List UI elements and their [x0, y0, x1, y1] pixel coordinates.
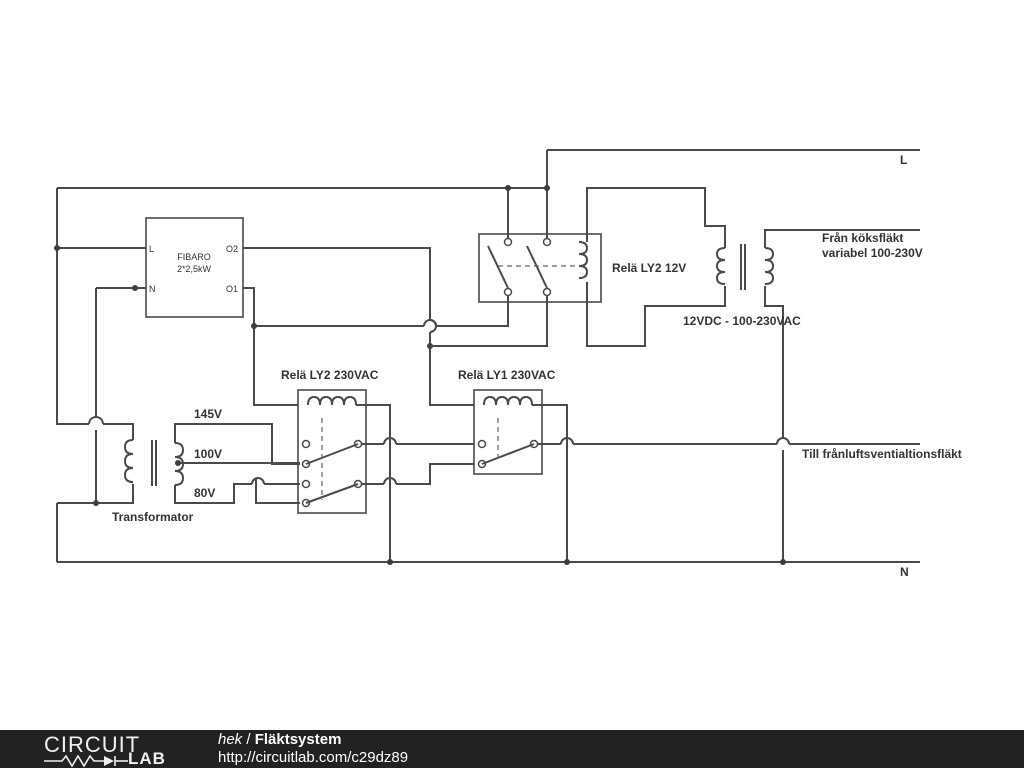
relay-ly2-12v: [478, 185, 602, 303]
title-separator: /: [242, 731, 255, 748]
fibaro-pin-l: L: [149, 244, 154, 254]
circuitlab-logo[interactable]: CIRCUIT LAB: [44, 732, 174, 768]
output-label: Till frånluftsventialtionsfläkt: [802, 447, 962, 461]
author-link[interactable]: hek: [218, 731, 243, 748]
relay-ly1-230vac-label: Relä LY1 230VAC: [458, 368, 556, 382]
schematic-canvas: L N O2 O1 FIBARO 2*2,5kW: [54, 149, 962, 579]
footer-bar: CIRCUIT LAB hek / Fläktsystem http://cir…: [0, 730, 1024, 768]
tap-label-100v: 100V: [194, 447, 222, 461]
relay-ly2-230vac: [297, 389, 391, 562]
fibaro-pin-n: N: [149, 284, 156, 294]
circuit-schematic: L N O2 O1 FIBARO 2*2,5kW: [54, 149, 962, 579]
transformer-label: Transformator: [112, 510, 194, 524]
relay-ly1-230vac: [473, 389, 568, 562]
logo-resistor-icon: [44, 754, 128, 768]
logo-brand-top: CIRCUIT: [44, 732, 141, 757]
relay-ly2-12v-label: Relä LY2 12V: [612, 261, 686, 275]
fibaro-pin-o2: O2: [226, 244, 238, 254]
psu-transformer: [715, 229, 920, 438]
fibaro-module: L N O2 O1 FIBARO 2*2,5kW: [145, 217, 244, 318]
input-label-line1: Från köksfläkt: [822, 231, 903, 245]
project-name: Fläktsystem: [254, 731, 342, 748]
main-transformer: [123, 423, 300, 504]
live-rail-label: L: [900, 153, 907, 167]
fibaro-pin-o1: O1: [226, 284, 238, 294]
project-title-line: hek / Fläktsystem: [218, 731, 341, 748]
tap-label-80v: 80V: [194, 486, 215, 500]
input-label-line2: variabel 100-230V: [822, 246, 923, 260]
relay-ly2-230vac-label: Relä LY2 230VAC: [281, 368, 379, 382]
project-url[interactable]: http://circuitlab.com/c29dz89: [218, 749, 409, 766]
fibaro-rating: 2*2,5kW: [177, 264, 212, 274]
psu-label: 12VDC - 100-230VAC: [683, 314, 801, 328]
logo-brand-bottom: LAB: [128, 749, 166, 768]
tap-label-145v: 145V: [194, 407, 222, 421]
live-rail: [57, 149, 920, 189]
neutral-rail-label: N: [900, 565, 909, 579]
fibaro-name: FIBARO: [177, 252, 211, 262]
